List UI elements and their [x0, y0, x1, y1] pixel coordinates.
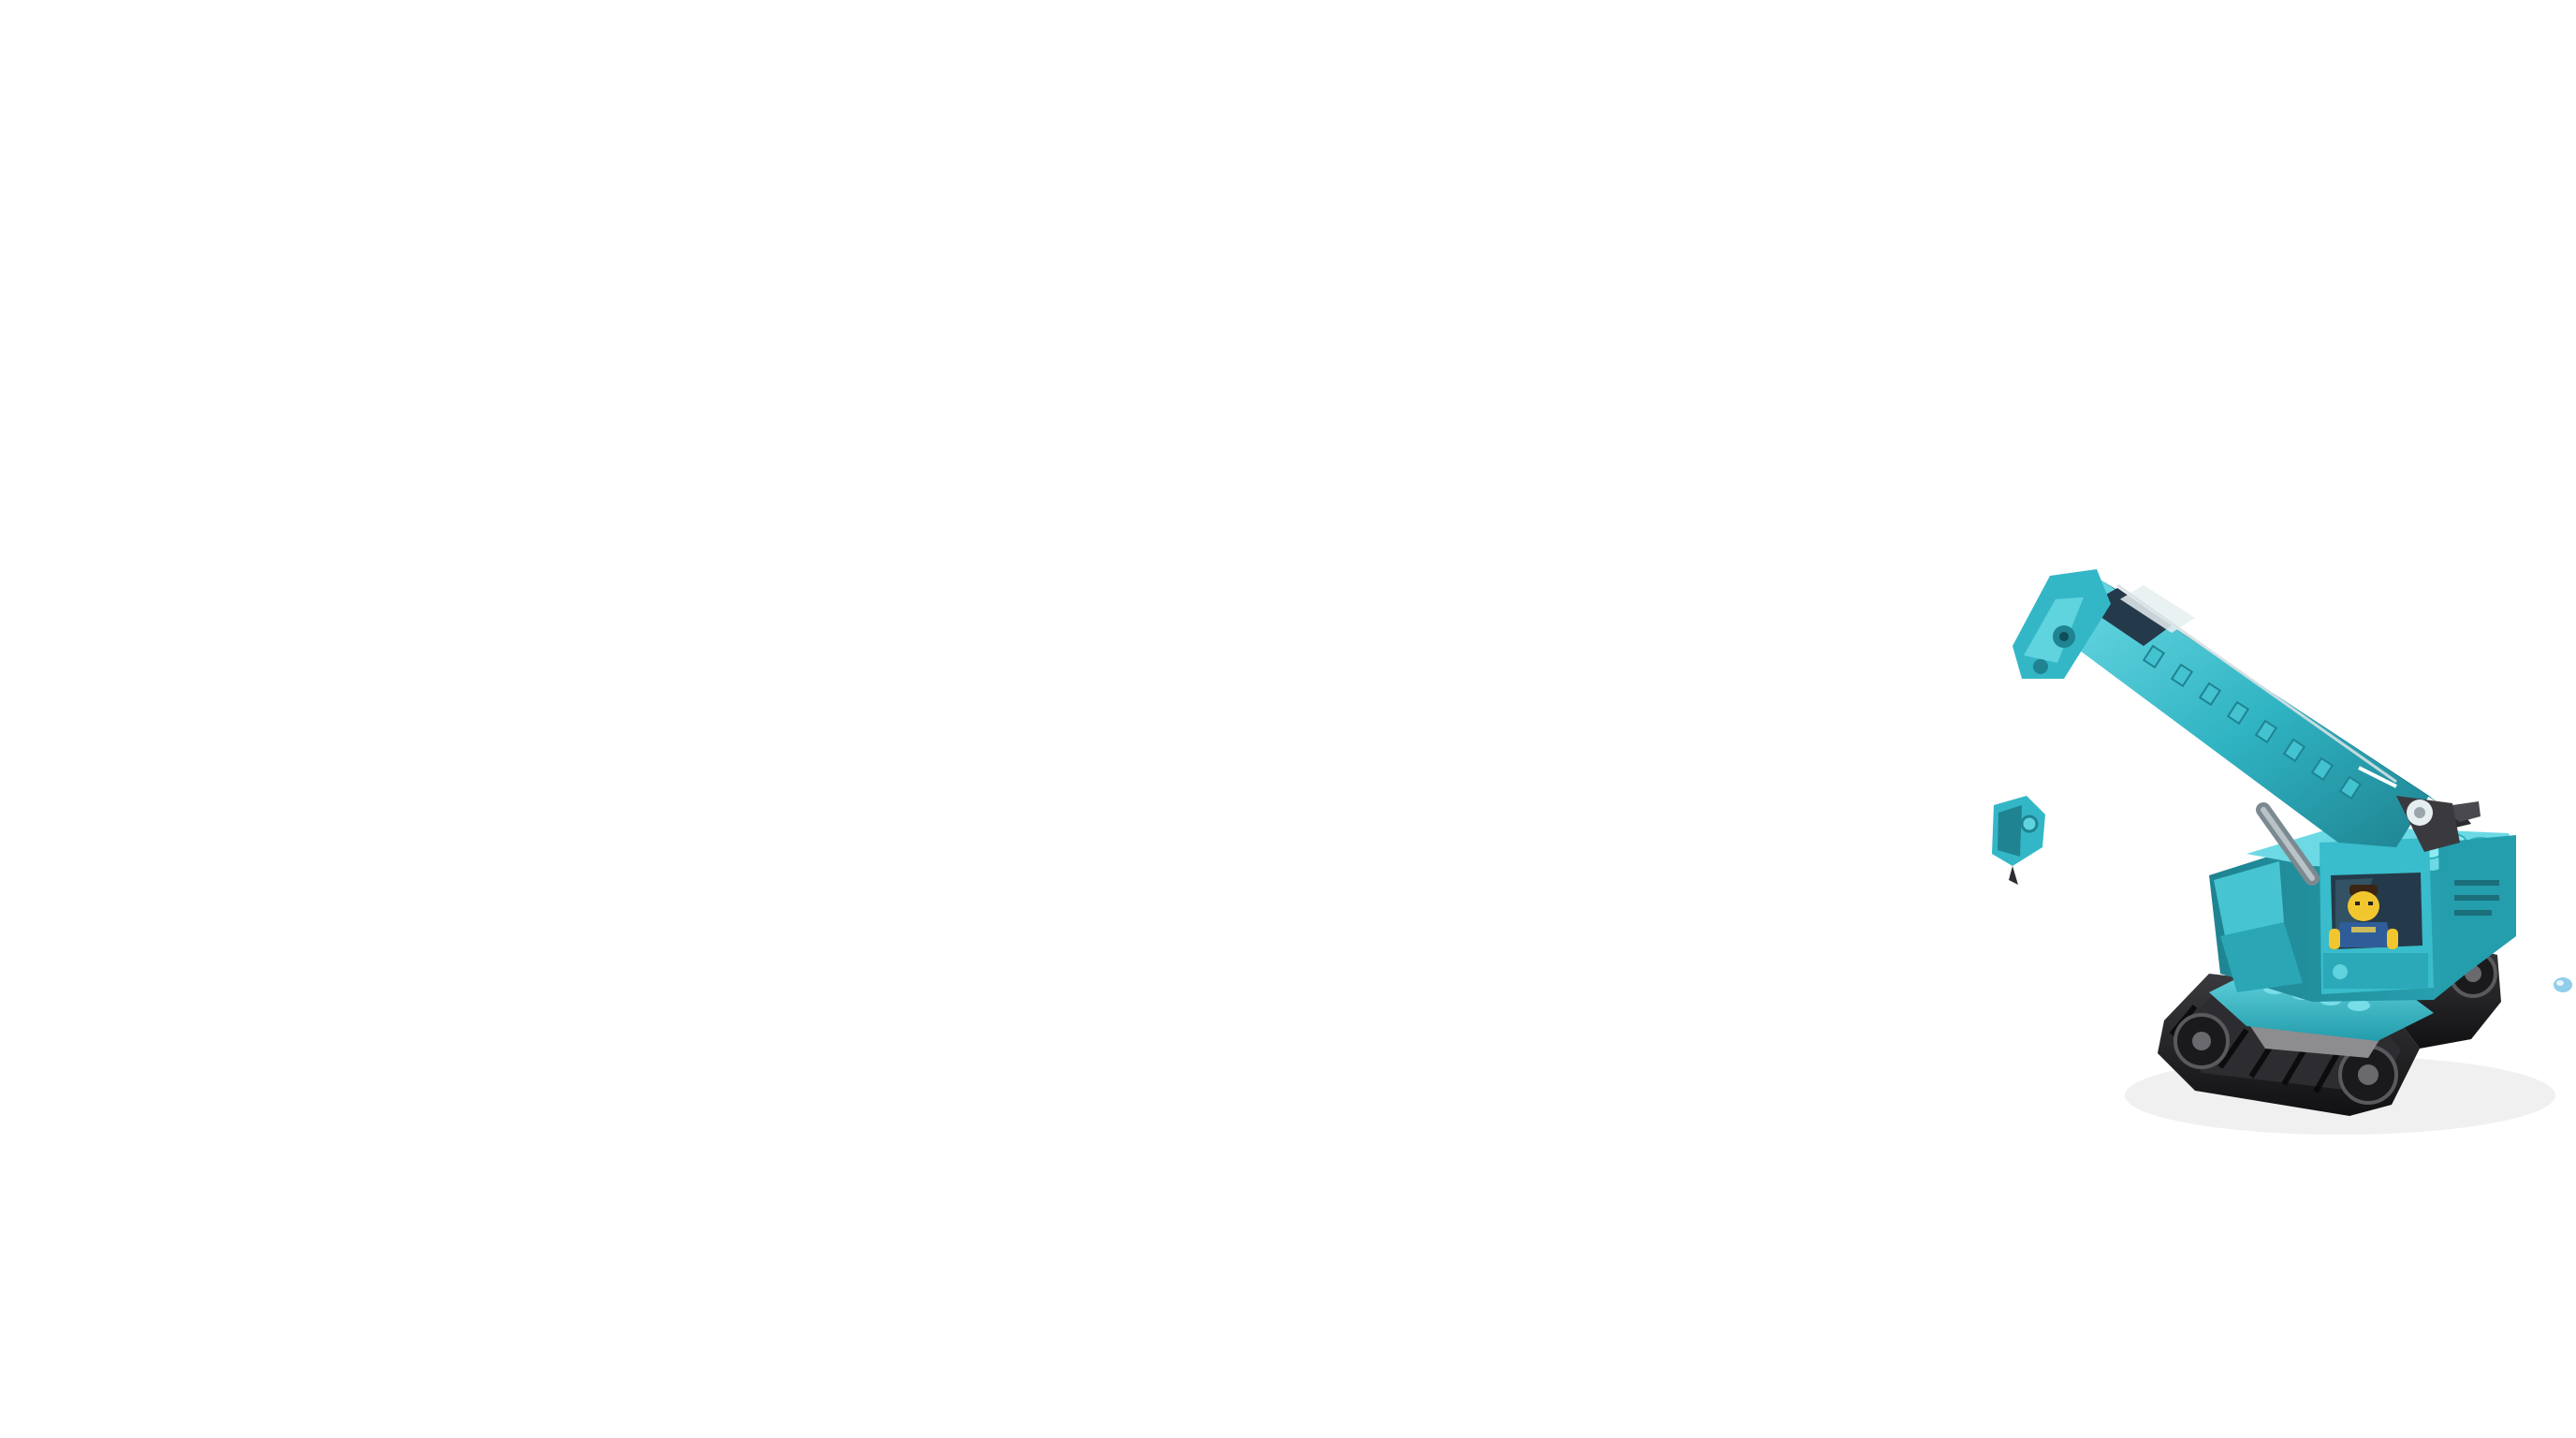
crane-boom-icon: [2012, 569, 2460, 852]
water-droplet-icon: [2554, 977, 2572, 992]
crane-cylinder: [2256, 802, 2320, 886]
crane-hook-icon: [1992, 796, 2045, 885]
operator-minifigure-icon: [2329, 885, 2398, 949]
